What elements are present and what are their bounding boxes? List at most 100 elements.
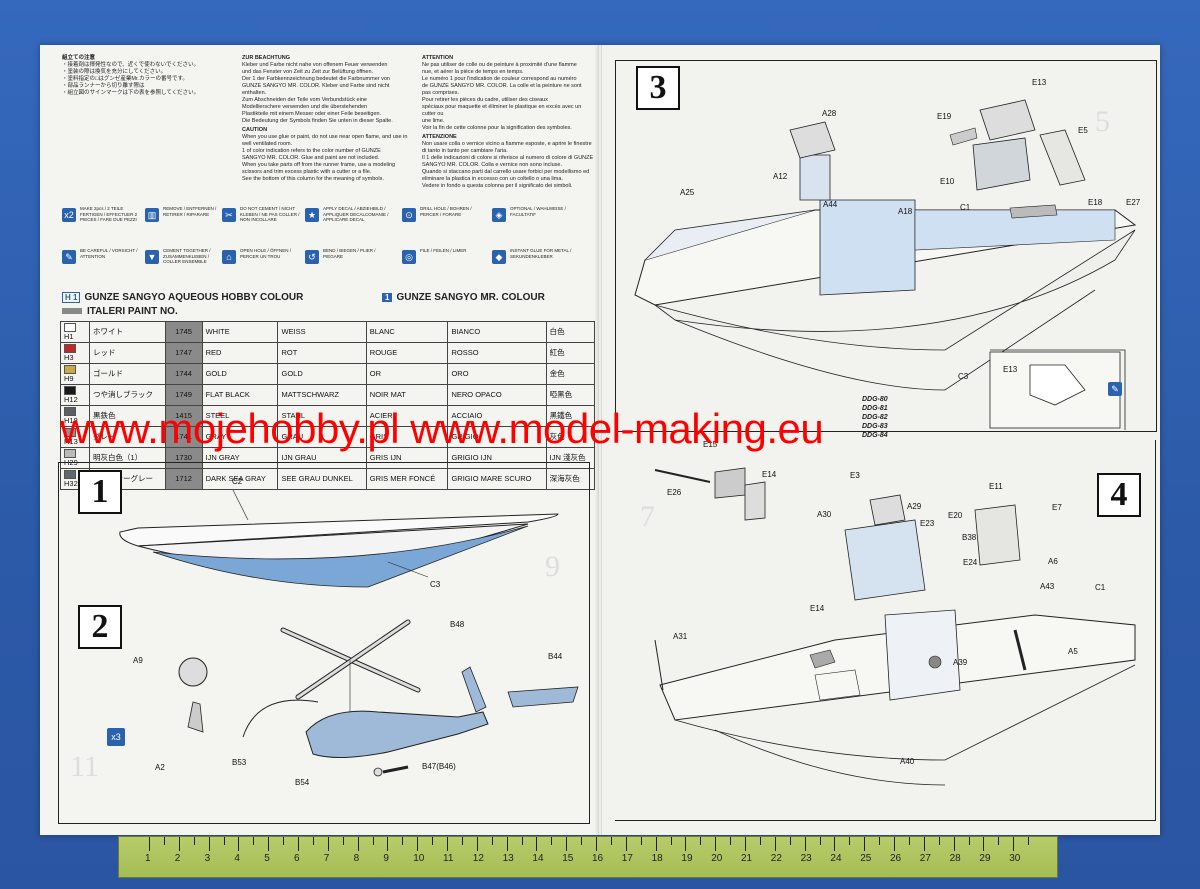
symbol-label: APPLY DECAL / ABZIEHBILD / APPLIQUER DEC… <box>323 206 389 222</box>
part-label-A6: A6 <box>1048 557 1058 566</box>
part-label-A39: A39 <box>953 658 968 667</box>
part-label-C1: C1 <box>960 203 971 212</box>
ruler-tick <box>581 837 583 845</box>
ruler-number: 21 <box>741 853 753 864</box>
page-fold <box>598 45 602 835</box>
step-3-panel <box>615 60 1157 432</box>
part-label-E3: E3 <box>850 471 860 480</box>
caution-japanese: 組立ての注意 ・接着剤は揮発性なので、近くで使わないでください。 ・塗装の際は換… <box>62 55 200 96</box>
ruler-number: 11 <box>443 853 454 864</box>
ruler-tick <box>834 837 836 851</box>
symbol-label: INSTANT GLUE FOR METAL / SEKUNDENKLEBER <box>510 248 572 259</box>
remove-icon: ▥ <box>145 208 159 222</box>
ruler-tick <box>1013 837 1015 851</box>
part-label-E24: E24 <box>963 558 978 567</box>
ruler-tick <box>193 837 195 845</box>
part-label-A9: A9 <box>133 656 143 665</box>
steps-1-2-panel <box>58 462 590 824</box>
step-3-drawing <box>634 99 1137 430</box>
ruler-number: 12 <box>472 853 484 864</box>
optional-icon: ◈ <box>492 208 506 222</box>
ruler-number: 15 <box>562 853 574 864</box>
ruler-number: 18 <box>651 853 663 864</box>
ruler-number: 9 <box>383 853 389 864</box>
part-label-E18: E18 <box>1088 198 1103 207</box>
watermark-text: www.mojehobby.pl www.model-making.eu <box>60 405 824 452</box>
part-label-E15: E15 <box>703 440 718 449</box>
make-two-icon: x2 <box>62 208 76 222</box>
file-icon: ◎ <box>402 250 416 264</box>
part-label-C3: C3 <box>958 372 969 381</box>
ruler-number: 1 <box>145 853 151 864</box>
color-header-italeri: ITALERI PAINT NO. <box>62 306 178 317</box>
part-label-E14: E14 <box>762 470 777 479</box>
caution-french-italian: ATTENTION Ne pas utiliser de colle ou de… <box>422 55 594 189</box>
ruler-number: 24 <box>830 853 842 864</box>
part-label-E11: E11 <box>989 482 1003 491</box>
ruler-tick <box>566 837 568 851</box>
ruler-tick <box>700 837 702 845</box>
ruler-tick <box>551 837 553 845</box>
part-label-A5: A5 <box>1068 647 1078 656</box>
ruler-tick <box>447 837 448 851</box>
symbol-label: MAKE 2pcs / 2 TEILE FERTIGEN / EFFECTUER… <box>80 206 138 222</box>
ruler-number: 16 <box>592 853 604 864</box>
part-label-A43: A43 <box>1040 582 1055 591</box>
part-label-B44: B44 <box>548 652 563 661</box>
symbol-label: BEND / BIEGEN / PLIER / PIEGARE <box>323 248 376 259</box>
ruler-tick <box>312 837 314 845</box>
part-label-E23: E23 <box>920 519 935 528</box>
step-4-drawing <box>654 467 1136 786</box>
part-label-C2: C2 <box>232 477 243 486</box>
part-label-E13: E13 <box>1003 365 1018 374</box>
ruler-tick <box>283 837 285 845</box>
ruler-tick <box>506 837 508 851</box>
ruler-tick <box>178 837 180 851</box>
ruler-tick <box>685 837 687 851</box>
cement-icon: ▼ <box>145 250 159 264</box>
ruler-tick <box>715 837 717 851</box>
part-label-C3: C3 <box>430 580 441 589</box>
part-label-B54: B54 <box>295 778 310 787</box>
part-label-E27: E27 <box>1126 198 1141 207</box>
ruler-number: 28 <box>949 853 961 864</box>
part-label-A31: A31 <box>673 632 688 641</box>
ruler-number: 14 <box>532 853 544 864</box>
steps-1-2-drawing <box>119 489 579 777</box>
ruler-tick <box>879 837 881 845</box>
ruler-number: 4 <box>234 853 240 864</box>
ruler-tick <box>491 837 493 845</box>
ruler-tick <box>342 837 344 845</box>
ruler-number: 30 <box>1009 853 1021 864</box>
step-number-2: 2 <box>78 605 122 649</box>
part-label-B47: B47(B46) <box>422 762 456 771</box>
part-label-E14: E14 <box>810 604 825 613</box>
part-label-A25: A25 <box>680 188 695 197</box>
ruler-tick <box>149 837 150 851</box>
ruler-number: 29 <box>979 853 991 864</box>
symbol-label: FILE / FEILEN / LIMER <box>420 248 467 253</box>
ruler-tick <box>953 837 955 851</box>
ruler-number: 2 <box>174 853 181 864</box>
ruler-tick <box>923 837 925 851</box>
part-label-E13: E13 <box>1032 78 1047 87</box>
ruler-tick <box>968 837 970 845</box>
ruler-tick <box>357 837 359 851</box>
careful-icon: ✎ <box>1108 382 1122 396</box>
symbol-label: DO NOT CEMENT / NICHT KLEBEN / NE PAS CO… <box>240 206 300 222</box>
helicopter-drawing <box>178 619 579 777</box>
ruler-tick <box>774 837 776 851</box>
ruler-number: 10 <box>413 853 425 864</box>
step-number-4: 4 <box>1097 473 1141 517</box>
careful-icon: ✎ <box>62 250 76 264</box>
part-label-A12: A12 <box>773 172 788 181</box>
ruler-tick <box>983 837 985 851</box>
ruler-number: 6 <box>294 853 300 864</box>
ruler-tick <box>864 837 866 851</box>
part-label-E10: E10 <box>940 177 955 186</box>
